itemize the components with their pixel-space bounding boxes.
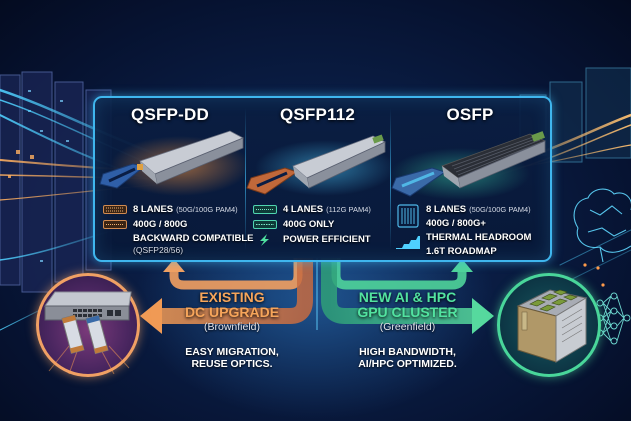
brownfield-title-line2: DC UPGRADE [184, 304, 280, 320]
spec-text: 8 LANES [133, 204, 174, 215]
qsfp112-transceiver-image [246, 134, 390, 196]
arrow-to-osfp [331, 258, 467, 290]
arrow-head-right [472, 298, 494, 334]
spec-list: 4 LANES (112G PAM4) 400G ONLY POWER EFFI… [253, 203, 393, 248]
connector-pins-icon [103, 220, 127, 229]
module-title: OSFP [446, 105, 494, 124]
spec-row: 400G ONLY [253, 218, 393, 231]
spec-subtext: (QSFP28/56) [133, 245, 184, 255]
lightning-bolt-icon [260, 233, 269, 246]
module-title: QSFP-DD [131, 105, 209, 124]
spec-row: THERMAL HEADROOM [396, 231, 536, 249]
greenfield-title-line1: NEW AI & HPC [358, 289, 457, 305]
brownfield-desc-line2: REUSE OPTICS. [191, 358, 273, 370]
roadmap-stairs-icon [396, 236, 420, 249]
spec-list: 8 LANES (50G/100G PAM4) 400G / 800G+ THE… [396, 203, 536, 259]
spec-row: 1.6T ROADMAP [396, 245, 536, 257]
greenfield-desc-line1: HIGH BANDWIDTH, [359, 346, 456, 358]
spec-row: 400G / 800G+ [396, 217, 536, 229]
arrow-head-up-right [451, 259, 473, 272]
spec-row: 4 LANES (112G PAM4) [253, 203, 393, 216]
arrow-to-brownfield [160, 258, 313, 324]
greenfield-description: HIGH BANDWIDTH, AI/HPC OPTIMIZED. [345, 346, 470, 370]
spec-text: 400G ONLY [283, 219, 335, 230]
spec-text: THERMAL HEADROOM [426, 231, 532, 243]
greenfield-desc-line2: AI/HPC OPTIMIZED. [358, 358, 457, 370]
module-column-qsfp112: QSFP112 4 LANES (112G PAM4) [245, 98, 390, 260]
column-divider [390, 108, 391, 250]
heatsink-chip-icon [397, 204, 419, 228]
comparison-panel: QSFP-DD 8 LANES (50G/100G PAM4) [93, 96, 552, 262]
spec-text: 1.6T ROADMAP [426, 245, 497, 257]
spec-text: 400G / 800G+ [426, 217, 486, 229]
network-switch-icon [44, 291, 132, 374]
spec-row: 400G / 800G [103, 218, 243, 231]
brownfield-description: EASY MIGRATION, REUSE OPTICS. [172, 346, 292, 370]
arrow-to-qsfp-dd [169, 258, 303, 290]
greenfield-label: NEW AI & HPC GPU CLUSTER (Greenfield) [345, 289, 470, 334]
spec-text: 8 LANES [426, 203, 467, 215]
module-title: QSFP112 [279, 105, 356, 124]
spec-subtext: (112G PAM4) [326, 205, 371, 214]
connector-pins-icon [253, 220, 277, 229]
spec-text: 4 LANES [283, 204, 324, 215]
brownfield-subtitle: (Brownfield) [203, 321, 261, 333]
arrow-head-up-left [163, 259, 185, 272]
module-column-qsfp-dd: QSFP-DD 8 LANES (50G/100G PAM4) [95, 98, 254, 260]
spec-text: BACKWARD COMPATIBLE [133, 233, 254, 244]
spec-row: 8 LANES (50G/100G PAM4) [103, 203, 243, 216]
brain-circuit-icon [573, 188, 631, 263]
connector-pins-icon [103, 205, 127, 214]
neural-network-icon [596, 292, 631, 345]
brownfield-label: EXISTING DC UPGRADE (Brownfield) [172, 289, 292, 334]
spec-row: 8 LANES (50G/100G PAM4) [396, 203, 536, 228]
connector-pins-icon [253, 205, 277, 214]
spec-subtext: (50G/100G PAM4) [176, 205, 238, 214]
greenfield-subtitle: (Greenfield) [379, 321, 436, 333]
spec-list: 8 LANES (50G/100G PAM4) 400G / 800G BACK… [103, 203, 254, 257]
brownfield-desc-line1: EASY MIGRATION, [185, 346, 279, 358]
brownfield-circle [36, 273, 140, 377]
arrow-head-left [140, 298, 162, 334]
spec-text: POWER EFFICIENT [283, 234, 371, 245]
spec-subtext: (50G/100G PAM4) [469, 204, 531, 214]
greenfield-title-line2: GPU CLUSTER [357, 304, 458, 320]
greenfield-circle [497, 273, 601, 377]
module-column-osfp: OSFP 8 LANES (50G/100G PAM4) [390, 98, 550, 260]
qsfp-dd-transceiver-image [99, 130, 245, 196]
brownfield-title-line1: EXISTING [199, 289, 265, 305]
spec-row: BACKWARD COMPATIBLE(QSFP28/56) [103, 233, 254, 255]
column-divider [245, 108, 246, 250]
gpu-server-icon [516, 289, 588, 363]
arrow-to-greenfield [321, 258, 474, 324]
spec-text: 400G / 800G [133, 219, 188, 230]
spec-row: POWER EFFICIENT [253, 233, 393, 246]
osfp-transceiver-image [390, 131, 546, 200]
